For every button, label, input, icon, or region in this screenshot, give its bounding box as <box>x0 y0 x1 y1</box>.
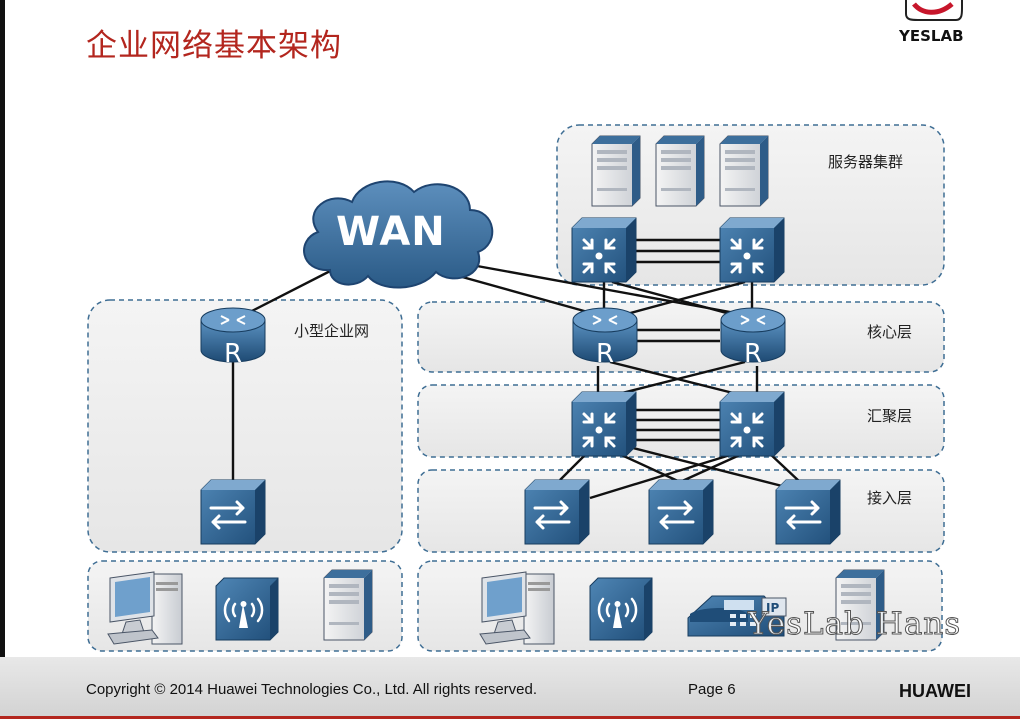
server-cluster-label: 服务器集群 <box>828 153 904 171</box>
zone-small-enterprise <box>87 299 403 553</box>
bottom-accent-line <box>0 716 1020 719</box>
zone-core-layer <box>417 301 945 373</box>
server-tower-3 <box>719 135 769 207</box>
slide-title: 企业网络基本架构 <box>86 28 342 64</box>
wan-label: WAN <box>336 209 446 255</box>
aggregation-switch-left <box>570 390 638 458</box>
small-enterprise-label: 小型企业网 <box>294 322 370 340</box>
ip-badge: IP <box>766 601 779 615</box>
server-left <box>323 569 373 641</box>
footer-bar <box>0 657 1020 719</box>
left-edge-bar <box>0 0 5 719</box>
access-switch-small <box>199 478 267 546</box>
server-switch-left <box>570 216 638 284</box>
core-layer-label: 核心层 <box>867 323 913 341</box>
watermark-text: YesLab Hans <box>747 606 962 643</box>
page-number: Page 6 <box>688 681 736 698</box>
pc-left <box>107 571 183 645</box>
aggregation-layer-label: 汇聚层 <box>867 407 913 425</box>
aggregation-switch-right <box>718 390 786 458</box>
yeslab-logo-text: YESLAB <box>899 27 964 45</box>
copyright-text: Copyright © 2014 Huawei Technologies Co.… <box>86 681 538 698</box>
server-tower-2 <box>655 135 705 207</box>
huawei-brand-text: HUAWEI <box>899 681 971 701</box>
access-layer-label: 接入层 <box>867 489 913 507</box>
server-switch-right <box>718 216 786 284</box>
zone-boxes <box>87 124 945 652</box>
wan-cloud <box>303 180 494 289</box>
router-letter-small: R <box>224 339 242 369</box>
link-lines <box>231 238 801 500</box>
access-switch-2 <box>647 478 715 546</box>
access-switch-3 <box>774 478 842 546</box>
ip-phone: IP <box>687 595 787 637</box>
wireless-ap-left <box>214 576 280 642</box>
yeslab-logo-icon <box>905 0 963 21</box>
pc-right <box>479 571 555 645</box>
router-letter-core-left: R <box>596 339 614 369</box>
access-switch-1 <box>523 478 591 546</box>
server-tower-1 <box>591 135 641 207</box>
router-letter-core-right: R <box>744 339 762 369</box>
wireless-ap-right <box>588 576 654 642</box>
